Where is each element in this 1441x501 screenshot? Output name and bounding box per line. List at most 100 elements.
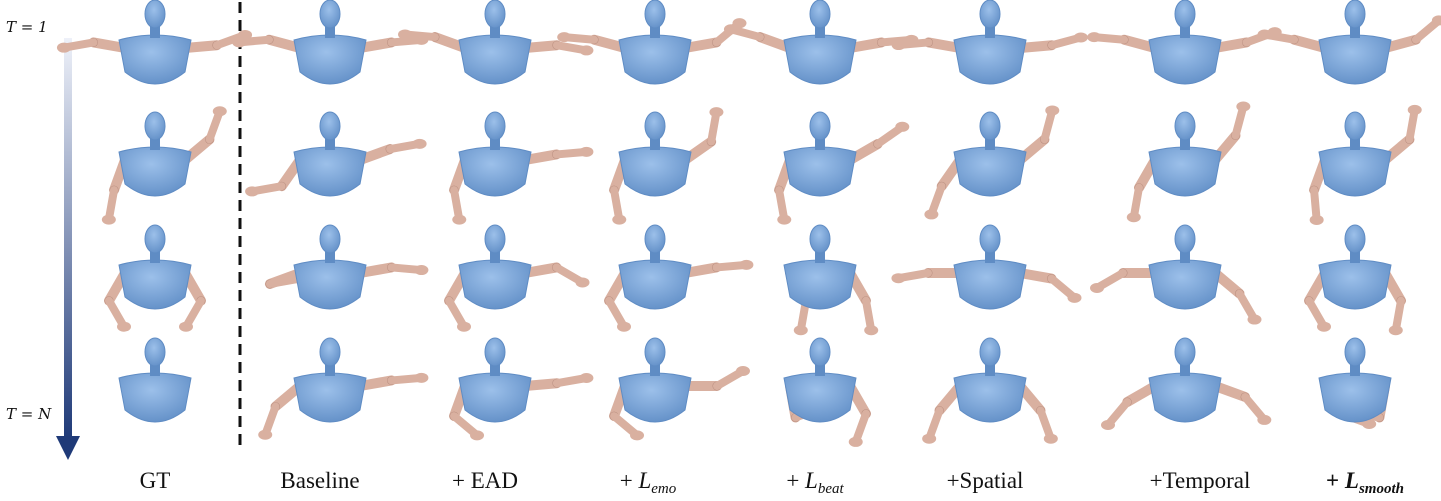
- column-label-ead: + EAD: [452, 468, 518, 493]
- mannequin-r2-ead: [449, 111, 594, 225]
- right-hand: [579, 146, 594, 157]
- torso: [1318, 259, 1392, 310]
- right-hand: [212, 106, 227, 117]
- right-upper-arm: [680, 262, 722, 278]
- left-hand: [891, 40, 906, 51]
- right-hand: [1045, 105, 1060, 116]
- mannequin-r3-ead: [444, 224, 590, 332]
- right-hand: [1247, 314, 1262, 325]
- left-hand: [1309, 214, 1324, 225]
- neck: [150, 26, 160, 38]
- right-hand: [179, 321, 193, 332]
- head: [979, 111, 1001, 141]
- torso: [293, 259, 367, 310]
- mannequin-r2-lsmooth: [1309, 104, 1422, 225]
- mannequin-r2-lemo: [609, 107, 724, 225]
- right-upper-arm: [1015, 40, 1057, 53]
- head: [1174, 224, 1196, 254]
- head: [1344, 224, 1366, 254]
- time-arrow: [56, 38, 80, 460]
- torso: [953, 34, 1027, 85]
- mannequin-r2-baseline: [245, 111, 427, 197]
- right-upper-arm: [520, 378, 562, 391]
- right-hand: [895, 121, 910, 132]
- left-upper-arm: [923, 37, 965, 53]
- head: [644, 0, 666, 29]
- neck: [815, 138, 825, 150]
- head: [644, 337, 666, 367]
- torso: [1148, 34, 1222, 85]
- neck: [150, 364, 160, 376]
- torso: [458, 34, 532, 85]
- mannequin-r1-lemo: [557, 0, 747, 85]
- right-hand: [732, 18, 747, 29]
- right-hand: [575, 277, 590, 288]
- neck: [650, 251, 660, 263]
- left-hand: [630, 430, 645, 441]
- neck: [985, 138, 995, 150]
- head: [144, 224, 166, 254]
- left-hand: [452, 214, 467, 225]
- torso: [458, 372, 532, 423]
- head: [644, 224, 666, 254]
- time-start-label: T = 1: [6, 18, 48, 36]
- left-hand: [793, 325, 808, 336]
- mannequin-r1-gt: [56, 0, 253, 85]
- mannequin-r4-spatial: [922, 337, 1058, 444]
- left-hand: [1126, 212, 1141, 223]
- torso: [293, 146, 367, 197]
- head: [144, 0, 166, 29]
- head: [484, 224, 506, 254]
- right-hand: [414, 265, 429, 276]
- right-hand: [864, 325, 879, 336]
- left-hand: [617, 321, 631, 332]
- column-label-gt: GT: [139, 468, 171, 493]
- head: [319, 224, 341, 254]
- torso: [618, 259, 692, 310]
- head: [644, 111, 666, 141]
- neck: [325, 26, 335, 38]
- mannequin-r4-temporal: [1101, 337, 1272, 430]
- head: [979, 337, 1001, 367]
- mannequin-r2-temporal: [1126, 101, 1251, 223]
- torso: [458, 259, 532, 310]
- torso: [1318, 146, 1392, 197]
- mannequin-r1-spatial: [891, 0, 1088, 85]
- neck: [815, 251, 825, 263]
- mannequin-r3-lbeat: [783, 224, 879, 336]
- torso: [618, 34, 692, 85]
- neck: [1350, 138, 1360, 150]
- right-hand: [1067, 292, 1082, 303]
- torso: [953, 146, 1027, 197]
- mannequin-r1-temporal: [1087, 0, 1282, 85]
- neck: [325, 364, 335, 376]
- neck: [1350, 26, 1360, 38]
- mannequin-r4-gt: [118, 337, 192, 423]
- head: [484, 111, 506, 141]
- left-hand: [232, 37, 247, 48]
- neck: [150, 251, 160, 263]
- mannequin-r4-ead: [449, 337, 594, 441]
- mannequin-r3-gt: [104, 224, 206, 332]
- torso: [618, 146, 692, 197]
- head: [1174, 0, 1196, 29]
- torso: [118, 146, 192, 197]
- mannequin-r1-lsmooth: [1257, 0, 1441, 85]
- neck: [490, 26, 500, 38]
- left-upper-arm: [88, 37, 130, 53]
- neck: [650, 138, 660, 150]
- head: [319, 337, 341, 367]
- torso: [118, 34, 192, 85]
- mannequin-r3-spatial: [891, 224, 1082, 310]
- torso: [118, 372, 192, 423]
- left-hand: [557, 32, 572, 43]
- neck: [490, 251, 500, 263]
- torso: [618, 372, 692, 423]
- right-hand: [579, 373, 594, 384]
- right-hand: [1073, 32, 1088, 43]
- head: [979, 0, 1001, 29]
- mannequin-r2-spatial: [924, 105, 1060, 220]
- right-upper-arm: [355, 37, 397, 53]
- mannequin-r2-gt: [101, 106, 227, 225]
